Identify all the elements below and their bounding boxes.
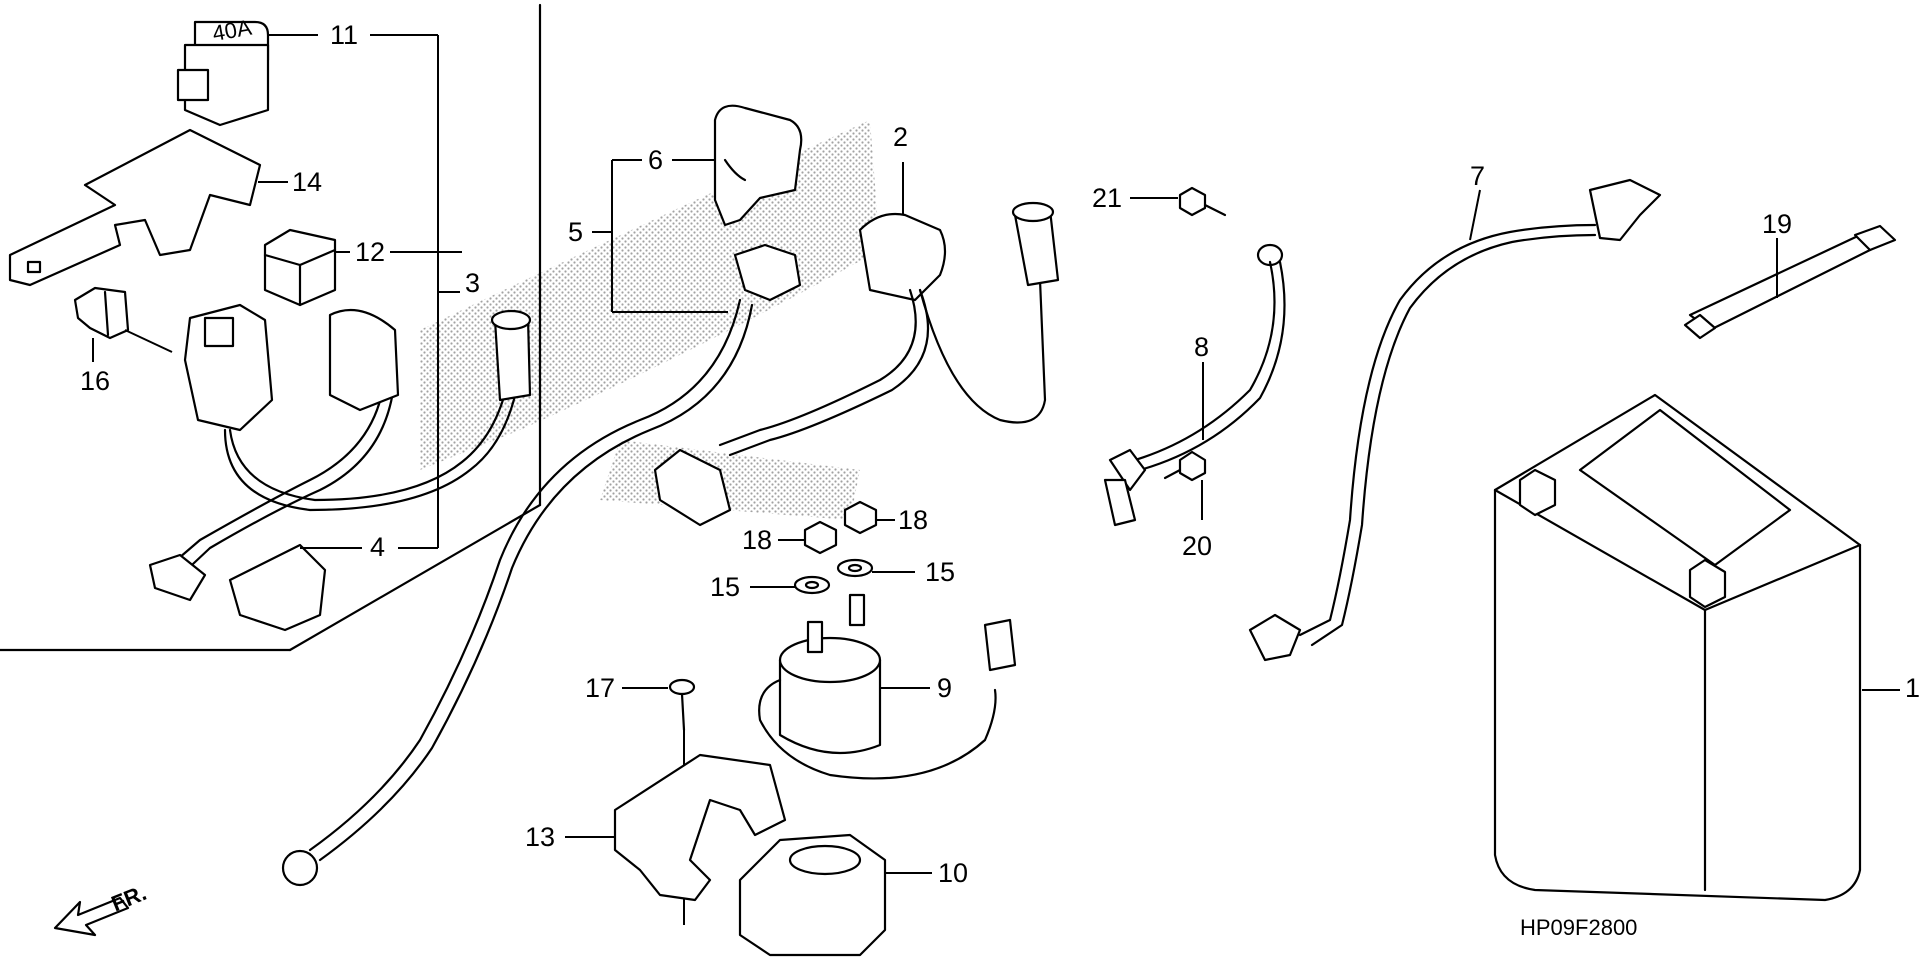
callout-number: 19 [1762,209,1792,239]
callout-number: 3 [465,268,480,298]
bracket-part-13 [613,753,787,902]
callout-number: 4 [370,532,385,562]
inset-frame [0,3,542,652]
callout-15-left: 15 [710,572,795,602]
callout-9: 9 [880,673,952,703]
callout-4: 4 [300,532,438,562]
callout-number: 15 [925,557,955,587]
callout-20: 20 [1182,480,1212,561]
relay-part-11: 40A [176,15,270,127]
terminal-cover-part-6 [713,104,803,227]
callout-number: 9 [937,673,952,703]
bolt-part-21 [1178,186,1227,217]
wire-harness-inset [148,308,532,632]
callout-18-right: 18 [876,505,928,535]
connector-left [183,303,274,432]
battery-band-part-19 [1683,224,1897,340]
front-direction-label: FR. [108,880,150,916]
starter-relay-part-9 [758,593,1017,780]
callout-number: 18 [898,505,928,535]
callout-13: 13 [525,822,615,852]
callout-number: 8 [1194,332,1209,362]
callout-number: 10 [938,858,968,888]
callout-number: 5 [568,217,583,247]
callout-1: 1 [1862,673,1920,703]
callout-5: 5 [568,160,728,313]
callout-number: 17 [585,673,615,703]
callout-number: 16 [80,366,110,396]
callout-number: 6 [648,145,663,175]
callout-18-left: 18 [742,525,805,555]
callout-number: 2 [893,122,908,152]
callout-12: 12 [335,237,438,267]
callout-10: 10 [885,858,968,888]
watermark-shading [420,120,880,520]
bracket-part-14 [8,128,262,287]
negative-cable-part-8 [1103,243,1286,527]
callout-number: 13 [525,822,555,852]
wire-part-2 [718,201,1060,457]
fuse-part-12 [263,228,337,307]
callout-number: 7 [1470,161,1485,191]
washer-part-15-a [793,575,831,595]
front-direction-arrow: FR. [53,880,150,937]
relay-cover-part-10 [738,833,887,957]
callout-number: 1 [1905,673,1920,703]
battery-part-1 [1493,393,1862,902]
washer-part-15-b [836,558,874,578]
callout-number: 11 [330,20,358,50]
bolt-part-20 [1163,450,1207,482]
callout-8: 8 [1194,332,1209,440]
positive-cable-part-7 [1248,178,1662,662]
callout-2: 2 [893,122,908,215]
starter-cable-part-5 [281,243,802,887]
callout-number: 21 [1092,183,1122,213]
callout-11: 11 [268,20,438,50]
callout-6: 6 [612,145,715,175]
clip-part-16 [73,286,130,340]
nut-part-18-a [803,520,838,555]
callout-21: 21 [1092,183,1178,213]
callout-number: 14 [292,167,322,197]
callout-number: 12 [355,237,385,267]
callout-3: 3 [437,35,480,548]
callout-19: 19 [1762,209,1792,298]
callout-14: 14 [258,167,322,197]
callout-7: 7 [1469,161,1485,241]
diagram-code: HP09F2800 [1520,915,1637,940]
callout-15-right: 15 [872,557,955,587]
callout-number: 15 [710,572,740,602]
callout-number: 20 [1182,531,1212,561]
callout-17: 17 [585,673,668,703]
callout-16: 16 [80,329,173,396]
callout-number: 18 [742,525,772,555]
nut-part-18-b [843,500,878,535]
